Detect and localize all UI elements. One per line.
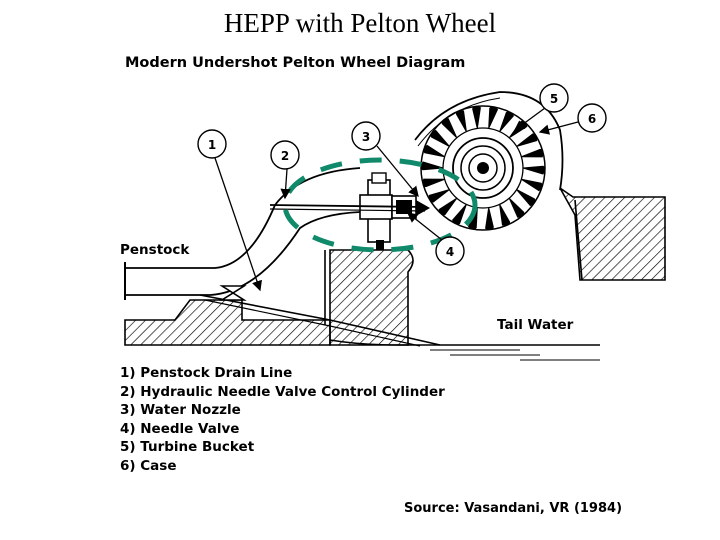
- callout-1: 1: [197, 129, 262, 292]
- legend-item: 4) Needle Valve: [120, 420, 240, 437]
- turbine-bucket: [430, 129, 450, 147]
- turbine-bucket: [428, 189, 450, 203]
- callout-2-text: 2: [281, 149, 289, 163]
- turbine-bucket: [423, 144, 445, 158]
- turbine-bucket: [438, 197, 458, 216]
- turbine-bucket: [521, 178, 543, 192]
- turbine-bucket: [522, 165, 546, 175]
- turbine-bucket: [488, 106, 499, 129]
- highlight-ellipse: [282, 157, 478, 253]
- slide-title: HEPP with Pelton Wheel: [223, 8, 497, 38]
- turbine-bucket: [472, 105, 481, 129]
- callout-4-text: 4: [446, 245, 454, 259]
- callout-3-text: 3: [362, 130, 370, 144]
- legend-list: 1) Penstock Drain Line 2) Hydraulic Need…: [120, 364, 445, 475]
- turbine-bucket: [508, 197, 525, 218]
- callout-4: 4: [406, 212, 465, 266]
- callout-6: 6: [538, 103, 607, 135]
- source-credit: Source: Vasandani, VR (1984): [404, 501, 623, 516]
- ground-right: [559, 187, 666, 281]
- callout-6-text: 6: [588, 112, 596, 126]
- legend-item: 1) Penstock Drain Line: [120, 365, 293, 381]
- callout-5-text: 5: [550, 92, 558, 106]
- turbine-bucket: [499, 204, 511, 226]
- nozzle-assembly: [269, 172, 430, 250]
- turbine-bucket: [521, 148, 544, 158]
- legend-item: 3) Water Nozzle: [120, 402, 241, 418]
- diagram-title: Modern Undershot Pelton Wheel Diagram: [125, 55, 466, 71]
- turbine-bucket: [499, 111, 515, 132]
- turbine-bucket: [451, 204, 467, 225]
- legend-item: 5) Turbine Bucket: [120, 439, 255, 455]
- callout-2: 2: [270, 140, 300, 200]
- wheel-case: [414, 91, 564, 191]
- penstock-label: Penstock: [120, 242, 190, 258]
- ground-left: [124, 299, 331, 346]
- tail-water: [329, 339, 600, 361]
- foundation-block: [324, 249, 414, 346]
- legend-item: 2) Hydraulic Needle Valve Control Cylind…: [120, 383, 445, 400]
- turbine-bucket: [485, 207, 494, 231]
- turbine-bucket: [516, 189, 536, 207]
- turbine-bucket: [422, 178, 445, 188]
- tail-water-label: Tail Water: [497, 317, 574, 333]
- legend-item: 6) Case: [120, 457, 177, 474]
- turbine-bucket: [516, 133, 538, 147]
- callout-5: 5: [513, 83, 569, 131]
- callout-1-text: 1: [208, 138, 216, 152]
- callout-3: 3: [351, 121, 419, 198]
- drain-line: [199, 285, 441, 347]
